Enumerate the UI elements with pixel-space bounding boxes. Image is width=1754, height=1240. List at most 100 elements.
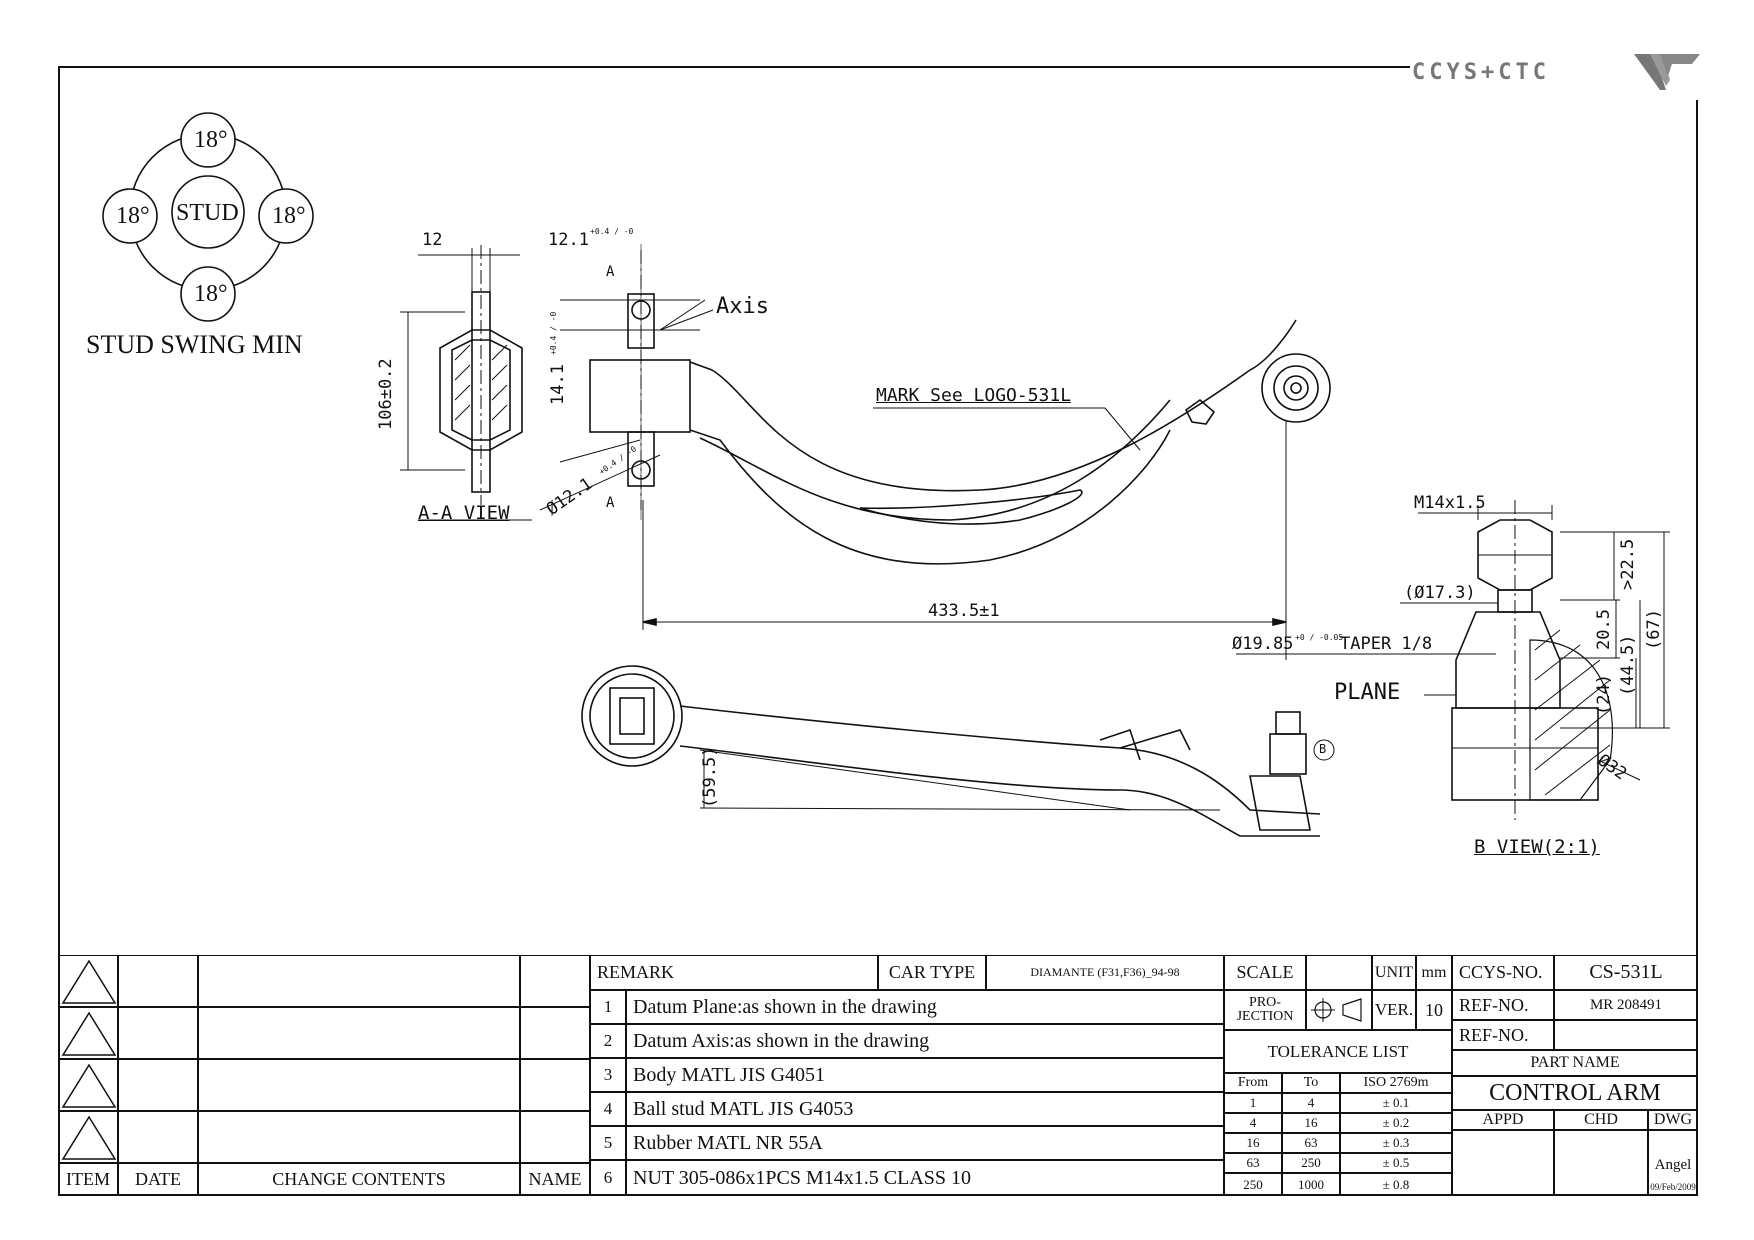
control-arm-top-view: [539, 244, 1331, 660]
part-name-value: CONTROL ARM: [1452, 1076, 1698, 1110]
control-arm-side-view: [581, 665, 1335, 837]
revision-header-name: NAME: [520, 1163, 590, 1196]
swing-angle-bottom: 18°: [194, 281, 228, 307]
revision-change-cell: [198, 1111, 520, 1163]
tolerance-from: 16: [1224, 1133, 1282, 1153]
ver-label: VER.: [1372, 990, 1416, 1030]
plane-label: PLANE: [1334, 680, 1401, 705]
revision-name-cell: [520, 1111, 590, 1163]
ccys-no-value: CS-531L: [1554, 955, 1698, 990]
appd-label: APPD: [1452, 1110, 1554, 1130]
swing-angle-left: 18°: [116, 203, 150, 229]
revision-triangle-icon: [61, 959, 117, 1004]
taper-note: TAPER 1/8: [1340, 634, 1433, 654]
dim-m14: M14x1.5: [1414, 493, 1486, 513]
dwg-date: 09/Feb/2009: [1650, 1182, 1696, 1192]
remark-number: 5: [590, 1126, 626, 1160]
dim-59-5: (59.5): [700, 746, 720, 808]
dim-22-5: >22.5: [1618, 538, 1638, 590]
revision-triangle-cell: [58, 1059, 118, 1111]
projection-symbol: [1306, 990, 1372, 1030]
dim-12-1-tolerance: +0.4 / -0: [590, 227, 634, 236]
axis-label: Axis: [716, 294, 769, 319]
dim-14-1: 14.1: [548, 364, 568, 405]
ref-no2-value: [1554, 1020, 1698, 1050]
dim-67: (67): [1644, 609, 1664, 650]
remark-number: 1: [590, 990, 626, 1024]
mark-logo-note: MARK See LOGO-531L: [876, 385, 1072, 406]
chd-value: [1554, 1130, 1648, 1196]
dwg-value: Angel 09/Feb/2009: [1648, 1130, 1698, 1196]
remark-text: Body MATL JIS G4051: [626, 1058, 1224, 1092]
remark-text: Ball stud MATL JIS G4053: [626, 1092, 1224, 1126]
dim-106: 106±0.2: [376, 358, 396, 430]
dim-12: 12: [422, 230, 443, 250]
remark-number: 2: [590, 1024, 626, 1058]
tolerance-header-iso: ISO 2769m: [1340, 1073, 1452, 1093]
revision-change-cell: [198, 1007, 520, 1059]
dim-dia-19-85-tolerance: +0 / -0.05: [1295, 633, 1344, 642]
tolerance-from: 1: [1224, 1093, 1282, 1113]
revision-header-date: DATE: [118, 1163, 198, 1196]
remark-number: 6: [590, 1160, 626, 1196]
revision-date-cell: [118, 1059, 198, 1111]
tolerance-to: 4: [1282, 1093, 1340, 1113]
dwg-by: Angel: [1654, 1157, 1692, 1173]
tolerance-to: 1000: [1282, 1173, 1340, 1196]
ref-no-value: MR 208491: [1554, 990, 1698, 1020]
ver-value: 10: [1416, 990, 1452, 1030]
brand-logo-text: CCYS+CTC: [1412, 60, 1550, 85]
revision-triangle-icon: [61, 1063, 117, 1108]
revision-change-cell: [198, 1059, 520, 1111]
remark-number: 4: [590, 1092, 626, 1126]
chd-label: CHD: [1554, 1110, 1648, 1130]
b-view-detail: [1236, 500, 1670, 820]
first-angle-projection-icon: [1311, 998, 1362, 1022]
dim-433-5: 433.5±1: [928, 601, 1000, 621]
remark-text: Datum Axis:as shown in the drawing: [626, 1024, 1224, 1058]
revision-header-change: CHANGE CONTENTS: [198, 1163, 520, 1196]
revision-name-cell: [520, 955, 590, 1007]
remark-text: NUT 305-086x1PCS M14x1.5 CLASS 10: [626, 1160, 1224, 1196]
section-marker-a-top: A: [606, 264, 615, 280]
revision-triangle-icon: [61, 1011, 117, 1056]
tolerance-title: TOLERANCE LIST: [1224, 1030, 1452, 1073]
revision-date-cell: [118, 1111, 198, 1163]
scale-label: SCALE: [1224, 955, 1306, 990]
unit-value: mm: [1416, 955, 1452, 990]
revision-name-cell: [520, 1059, 590, 1111]
part-name-label: PART NAME: [1452, 1050, 1698, 1076]
tolerance-from: 250: [1224, 1173, 1282, 1196]
revision-change-cell: [198, 955, 520, 1007]
tolerance-value: ± 0.1: [1340, 1093, 1452, 1113]
ref-no2-label: REF-NO.: [1452, 1020, 1554, 1050]
stud-swing-diagram: [102, 112, 314, 322]
stud-label: STUD: [176, 200, 239, 226]
section-marker-a-bottom: A: [606, 495, 615, 511]
remark-number: 3: [590, 1058, 626, 1092]
tolerance-value: ± 0.3: [1340, 1133, 1452, 1153]
dim-44-5: (44.5): [1618, 634, 1638, 696]
brand-logo: CCYS+CTC: [1410, 50, 1700, 100]
car-type-value: DIAMANTE (F31,F36)_94-98: [986, 955, 1224, 990]
tolerance-to: 63: [1282, 1133, 1340, 1153]
callout-b: B: [1319, 742, 1327, 756]
tolerance-to: 250: [1282, 1153, 1340, 1173]
revision-name-cell: [520, 1007, 590, 1059]
scale-value: [1306, 955, 1372, 990]
aa-view-label: A-A VIEW: [418, 502, 510, 524]
revision-triangle-cell: [58, 955, 118, 1007]
ref-no-label: REF-NO.: [1452, 990, 1554, 1020]
tolerance-value: ± 0.8: [1340, 1173, 1452, 1196]
b-view-label: B VIEW(2:1): [1474, 836, 1600, 858]
remark-label: REMARK: [590, 955, 878, 990]
dim-12-1: 12.1: [548, 230, 589, 250]
tolerance-value: ± 0.5: [1340, 1153, 1452, 1173]
dim-24: (24): [1594, 674, 1614, 715]
remark-text: Rubber MATL NR 55A: [626, 1126, 1224, 1160]
appd-value: [1452, 1130, 1554, 1196]
tolerance-header-to: To: [1282, 1073, 1340, 1093]
revision-triangle-cell: [58, 1007, 118, 1059]
tolerance-from: 63: [1224, 1153, 1282, 1173]
